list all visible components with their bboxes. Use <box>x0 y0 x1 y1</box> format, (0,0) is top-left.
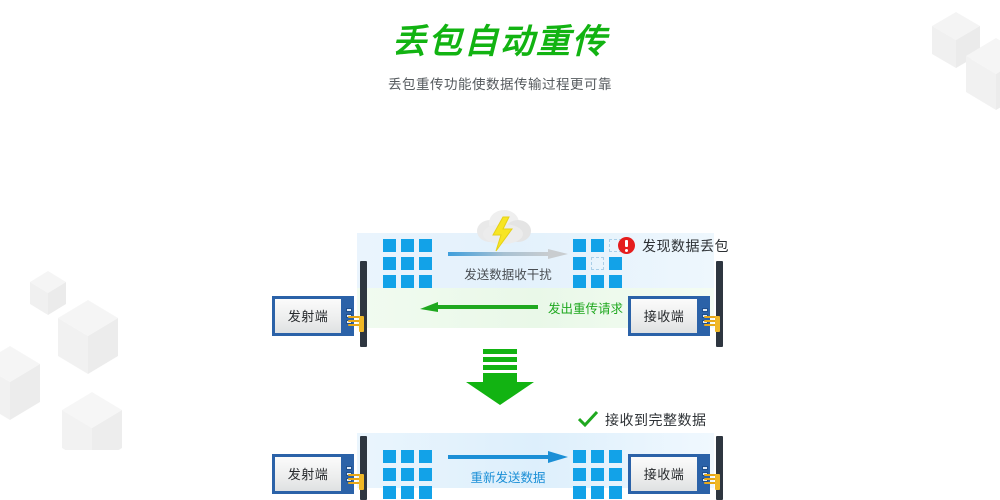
packet-cell <box>609 274 622 288</box>
packet-cell <box>401 449 414 463</box>
antenna-icon <box>360 260 367 347</box>
receiver-device-bottom[interactable]: 接收端 <box>628 435 723 500</box>
header: 丢包自动重传 丢包重传功能使数据传输过程更可靠 <box>0 0 1000 93</box>
received-packet-grid-bottom <box>573 449 622 499</box>
packet-cell <box>609 449 622 463</box>
receiver-device-top[interactable]: 接收端 <box>628 260 723 347</box>
packet-cell <box>383 274 396 288</box>
receiver-label: 接收端 <box>643 309 685 325</box>
connector-icon <box>348 315 364 332</box>
packet-cell <box>573 449 586 463</box>
packet-cell <box>591 238 604 252</box>
arrow-right-faded-icon <box>448 248 568 259</box>
connector-icon <box>704 473 720 490</box>
data-complete-notice: 接收到完整数据 <box>578 410 707 430</box>
packet-cell <box>419 449 432 463</box>
retry-arrow-label: 发出重传请求 <box>548 301 624 316</box>
packet-cell <box>383 449 396 463</box>
receiver-label: 接收端 <box>643 467 685 483</box>
packet-cell <box>609 485 622 499</box>
packet-cell <box>419 256 432 270</box>
sent-packet-grid-bottom <box>383 449 432 499</box>
packet-cell <box>573 485 586 499</box>
packet-loss-notice: 发现数据丢包 <box>618 236 729 256</box>
arrow-right-blue-icon <box>448 450 568 463</box>
packet-loss-notice-text: 发现数据丢包 <box>642 237 729 254</box>
data-complete-notice-text: 接收到完整数据 <box>605 411 707 428</box>
packet-cell <box>591 274 604 288</box>
connector-icon <box>348 473 364 490</box>
down-arrow-icon <box>466 348 534 405</box>
packet-cell <box>573 274 586 288</box>
transmitter-device-top[interactable]: 发射端 <box>272 260 367 347</box>
transmitter-label: 发射端 <box>287 467 329 483</box>
antenna-icon <box>716 435 723 500</box>
device-body: 接收端 <box>628 295 720 336</box>
packet-cell <box>573 256 586 270</box>
resend-arrow-group: 重新发送数据 <box>448 450 568 486</box>
sent-packet-grid-top <box>383 238 432 288</box>
packet-cell <box>419 238 432 252</box>
send-arrow-group-top: 发送数据收干扰 <box>448 248 568 283</box>
packet-cell <box>609 467 622 481</box>
packet-cell <box>401 485 414 499</box>
antenna-icon <box>716 260 723 347</box>
packet-cell <box>383 467 396 481</box>
resend-arrow-label: 重新发送数据 <box>470 470 546 485</box>
packet-cell <box>591 467 604 481</box>
page-subtitle: 丢包重传功能使数据传输过程更可靠 <box>388 76 612 92</box>
packet-cell <box>401 274 414 288</box>
packet-cell <box>383 485 396 499</box>
check-icon <box>578 411 598 428</box>
channel-band-forward <box>357 232 714 288</box>
retry-arrow-group: 发出重传请求 <box>420 298 630 317</box>
packet-cell <box>383 256 396 270</box>
connector-icon <box>704 315 720 332</box>
alert-circle-icon <box>618 237 635 255</box>
transmitter-device-bottom[interactable]: 发射端 <box>272 435 367 500</box>
packet-cell <box>419 467 432 481</box>
device-body: 发射端 <box>272 453 364 494</box>
page-title: 丢包自动重传 <box>392 22 608 62</box>
packet-cell <box>419 485 432 499</box>
received-packet-grid-top <box>573 238 622 288</box>
cloud-lightning-icon <box>477 209 531 252</box>
packet-cell <box>591 449 604 463</box>
arrow-left-green-icon <box>420 302 538 313</box>
packet-cell <box>401 256 414 270</box>
packet-cell <box>573 238 586 252</box>
packet-cell <box>419 274 432 288</box>
packet-cell <box>573 467 586 481</box>
packet-cell <box>591 485 604 499</box>
diagram-stage: 发射端 接收端 <box>0 93 1000 500</box>
packet-cell <box>609 256 622 270</box>
device-body: 接收端 <box>628 453 720 494</box>
packet-cell <box>401 238 414 252</box>
packet-cell <box>401 467 414 481</box>
antenna-icon <box>360 435 367 500</box>
transmitter-label: 发射端 <box>287 309 329 325</box>
packet-cell <box>383 238 396 252</box>
device-body: 发射端 <box>272 295 364 336</box>
packet-cell-lost <box>591 256 604 270</box>
send-arrow-label-top: 发送数据收干扰 <box>464 267 552 282</box>
